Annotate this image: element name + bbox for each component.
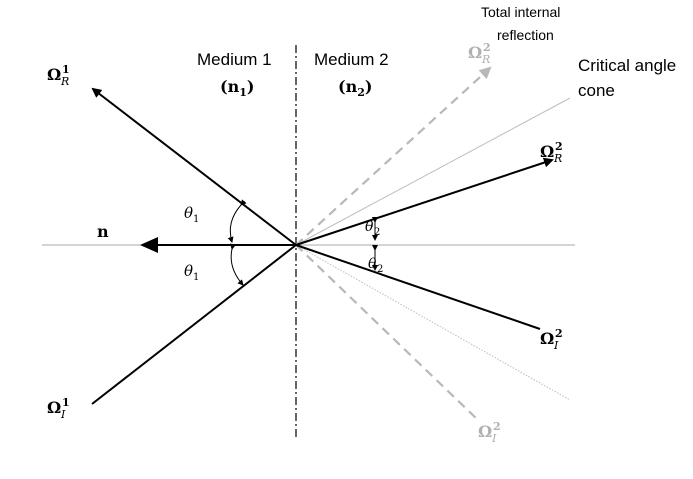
reflected-vector-2	[295, 157, 554, 246]
tir-label-line2: reflection	[497, 27, 554, 43]
svg-text:θ: θ	[365, 219, 374, 235]
tir-label-line1: Total internal	[481, 4, 560, 20]
reflected-vector-1	[91, 87, 297, 246]
svg-text:θ: θ	[184, 204, 193, 222]
svg-text:I: I	[553, 339, 559, 352]
theta2-lower-label: θ 2	[368, 256, 383, 275]
omega-r1-label: Ω 1 R	[47, 63, 70, 88]
critical-cone-lower	[295, 244, 571, 401]
svg-text:R: R	[481, 53, 490, 66]
svg-text:Ω: Ω	[47, 65, 61, 84]
svg-text:2: 2	[483, 41, 491, 54]
incident-vector-2	[295, 244, 541, 330]
medium2-label: Medium 2	[314, 50, 389, 69]
incident-vector-1	[91, 244, 297, 405]
svg-text:θ: θ	[368, 256, 377, 272]
cone-label-line2: cone	[578, 81, 615, 100]
svg-text:1: 1	[193, 214, 199, 225]
svg-text:1: 1	[62, 396, 70, 409]
svg-text:2: 2	[555, 140, 563, 153]
omega-tir-r2-label: Ω 2 R	[468, 41, 491, 66]
theta1-arc-upper	[227, 199, 247, 243]
medium1-index: (n1)	[220, 77, 254, 99]
svg-text:θ: θ	[184, 262, 193, 280]
tir-incident-vector	[295, 244, 479, 421]
svg-text:Ω: Ω	[468, 43, 482, 62]
svg-text:2: 2	[377, 264, 383, 275]
cone-label-line1: Critical angle	[578, 56, 676, 75]
normal-label: n	[97, 222, 109, 241]
svg-text:1: 1	[62, 63, 70, 76]
medium1-label: Medium 1	[197, 50, 272, 69]
svg-text:1: 1	[193, 272, 199, 283]
tir-reflected-vector	[295, 66, 492, 246]
svg-text:2: 2	[374, 227, 380, 238]
theta2-upper-label: θ 2	[365, 219, 380, 238]
omega-i2-label: Ω 2 I	[540, 327, 563, 352]
svg-text:2: 2	[555, 327, 563, 340]
svg-text:2: 2	[493, 420, 501, 433]
svg-text:R: R	[60, 75, 69, 88]
svg-text:Ω: Ω	[47, 398, 61, 417]
theta1-arc-lower	[230, 243, 244, 286]
theta1-upper-label: θ 1	[184, 204, 199, 225]
critical-cone-upper	[295, 97, 571, 246]
svg-text:Ω: Ω	[540, 142, 554, 161]
svg-text:Ω: Ω	[478, 422, 492, 441]
omega-r2-label: Ω 2 R	[540, 140, 563, 165]
medium2-index: (n2)	[338, 77, 372, 99]
omega-i1-label: Ω 1 I	[47, 396, 70, 421]
svg-text:I: I	[60, 408, 66, 421]
omega-tir-i2-label: Ω 2 I	[478, 420, 501, 445]
svg-text:R: R	[553, 152, 562, 165]
svg-text:I: I	[491, 432, 497, 445]
theta1-lower-label: θ 1	[184, 262, 199, 283]
svg-text:Ω: Ω	[540, 329, 554, 348]
